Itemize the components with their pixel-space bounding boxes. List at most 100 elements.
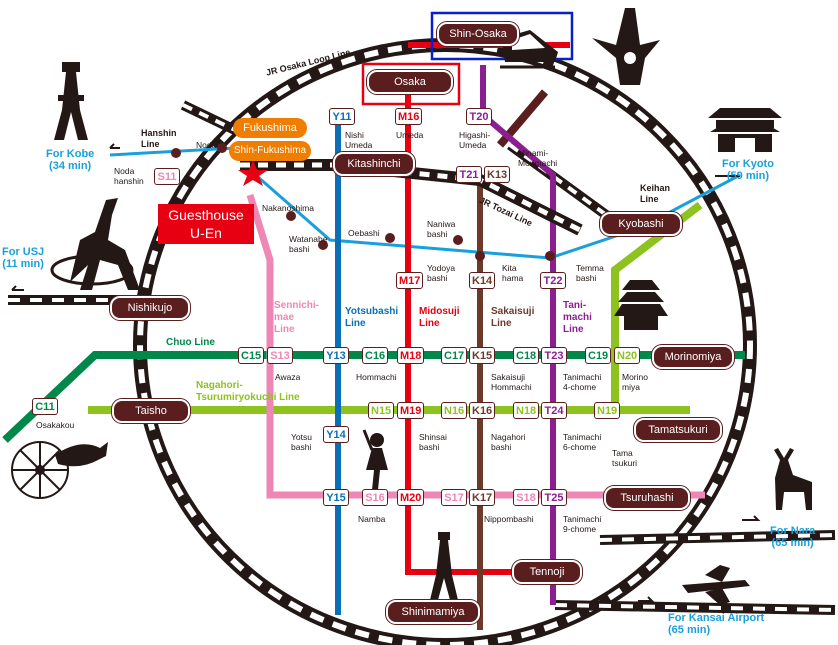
station-code-m19: M19 <box>397 402 425 419</box>
station-shin-fukushima[interactable]: Shin-Fukushima <box>229 141 311 161</box>
tsutenkaku-tower-icon <box>54 62 88 140</box>
deer-icon <box>774 448 812 510</box>
guesthouse-name: Guesthouse <box>168 207 244 223</box>
jr-station-morinomiya[interactable]: Morinomiya <box>652 345 734 369</box>
star-icon <box>238 160 268 186</box>
station-code-c18: C18 <box>513 347 540 364</box>
jr-station-kitashinchi[interactable]: Kitashinchi <box>333 152 415 176</box>
station-name: Umeda <box>396 130 424 140</box>
station-name: Nagahori bashi <box>491 432 526 452</box>
jr-station-shinimamiya[interactable]: Shinimamiya <box>386 600 480 624</box>
station-code-n20: N20 <box>614 347 641 364</box>
castle-icon <box>614 280 668 330</box>
destination-nara: For Nara (65 min) <box>770 525 816 549</box>
jr-station-tennoji[interactable]: Tennoji <box>512 560 582 584</box>
station-code-s17: S17 <box>441 489 467 506</box>
destination-kansai: For Kansai Airport (65 min) <box>668 612 765 636</box>
line-label-nagahori: Nagahori- Tsurumiryokuchi Line <box>196 380 300 403</box>
station-code-m16: M16 <box>395 108 423 125</box>
station-code-t25: T25 <box>541 489 567 506</box>
tanimachi-line <box>480 65 556 605</box>
station-name: Nakanoshima <box>262 203 314 213</box>
station-code-c15: C15 <box>238 347 265 364</box>
station-code-t20: T20 <box>466 108 492 125</box>
station-name: Kita hama <box>502 263 524 283</box>
station-code-y11: Y11 <box>329 108 355 125</box>
station-code-m20: M20 <box>397 489 425 506</box>
station-name: Tanimachi 9-chome <box>563 514 602 534</box>
station-code-t21: T21 <box>456 166 482 183</box>
jr-station-tamatsukuri[interactable]: Tamatsukuri <box>634 418 722 442</box>
station-name: Nishi Umeda <box>345 130 373 150</box>
guesthouse-subtitle: U-En <box>190 225 222 241</box>
line-label-sakaisuji: Sakaisuji Line <box>491 306 535 329</box>
station-name: Awaza <box>275 372 301 382</box>
shin-osaka-highlight-box <box>430 11 574 61</box>
station-dots <box>171 143 555 261</box>
line-label-chuo: Chuo Line <box>166 337 215 348</box>
station-code-m17: M17 <box>396 272 424 289</box>
station-name: Noda <box>196 140 217 150</box>
jr-station-osaka[interactable]: Osaka <box>367 70 453 94</box>
line-label-keihan: Keihan Line <box>640 183 671 204</box>
station-code-n15: N15 <box>368 402 395 419</box>
whale-shark-icon <box>55 442 108 467</box>
station-name: Nippombashi <box>484 514 534 524</box>
jr-station-kyobashi[interactable]: Kyobashi <box>600 212 682 236</box>
osaka-highlight-box <box>361 62 461 106</box>
station-code-y15: Y15 <box>323 489 349 506</box>
station-code-k13: K13 <box>484 166 511 183</box>
station-code-c16: C16 <box>362 347 389 364</box>
tsutenkaku-tower-icon-2 <box>430 532 458 600</box>
station-name: Morino miya <box>622 372 648 392</box>
airplane-icon <box>682 565 750 605</box>
station-name: Oebashi <box>348 228 380 238</box>
station-code-k15: K15 <box>469 347 496 364</box>
line-label-midosuji: Midosuji Line <box>419 306 460 329</box>
jr-station-taisho[interactable]: Taisho <box>112 399 190 423</box>
station-code-y14: Y14 <box>323 426 349 443</box>
dancer-icon <box>362 429 388 490</box>
station-name: Sakaisuji Hommachi <box>491 372 532 392</box>
station-name: Naniwa bashi <box>427 219 456 239</box>
station-name: Watanabe bashi <box>289 234 328 254</box>
line-label-sennichimae: Sennichi- mae Line <box>274 300 320 335</box>
station-code-s13: S13 <box>267 347 293 364</box>
station-code-t23: T23 <box>541 347 567 364</box>
station-name: Hommachi <box>356 372 397 382</box>
station-code-t22: T22 <box>540 272 566 289</box>
pagoda-icon <box>708 108 782 152</box>
dinosaur-icon <box>50 198 140 290</box>
jr-station-fukushima[interactable]: Fukushima <box>233 118 307 138</box>
station-name: Tama tsukuri <box>612 448 638 468</box>
station-code-s16: S16 <box>362 489 388 506</box>
station-code-k14: K14 <box>469 272 496 289</box>
tower-of-sun-icon <box>592 8 660 85</box>
station-code-c17: C17 <box>441 347 468 364</box>
station-code-c19: C19 <box>585 347 612 364</box>
station-name: Osakakou <box>36 420 75 430</box>
station-code-s11: S11 <box>154 168 180 185</box>
jr-station-nishikujo[interactable]: Nishikujo <box>110 296 190 320</box>
jr-station-tsuruhashi[interactable]: Tsuruhashi <box>604 486 690 510</box>
station-code-n19: N19 <box>594 402 621 419</box>
station-name: Higashi- Umeda <box>459 130 491 150</box>
station-name: Tanimachi 4-chome <box>563 372 602 392</box>
station-name: Yotsu bashi <box>291 432 312 452</box>
station-code-c11: C11 <box>32 398 58 415</box>
station-name: Noda hanshin <box>114 166 144 186</box>
destination-usj: For USJ (11 min) <box>2 246 45 270</box>
station-name: Tanimachi 6-chome <box>563 432 602 452</box>
destination-arrows <box>11 143 761 602</box>
station-code-s18: S18 <box>513 489 539 506</box>
station-code-y13: Y13 <box>323 347 349 364</box>
station-name: Temma bashi <box>576 263 604 283</box>
jr-station-shin-osaka[interactable]: Shin-Osaka <box>437 22 519 46</box>
station-name: Minami- Morimachi <box>518 148 558 168</box>
station-code-n18: N18 <box>513 402 540 419</box>
ferris-wheel-icon <box>11 441 69 499</box>
destination-kobe: For Kobe (34 min) <box>46 148 95 172</box>
station-code-t24: T24 <box>541 402 567 419</box>
